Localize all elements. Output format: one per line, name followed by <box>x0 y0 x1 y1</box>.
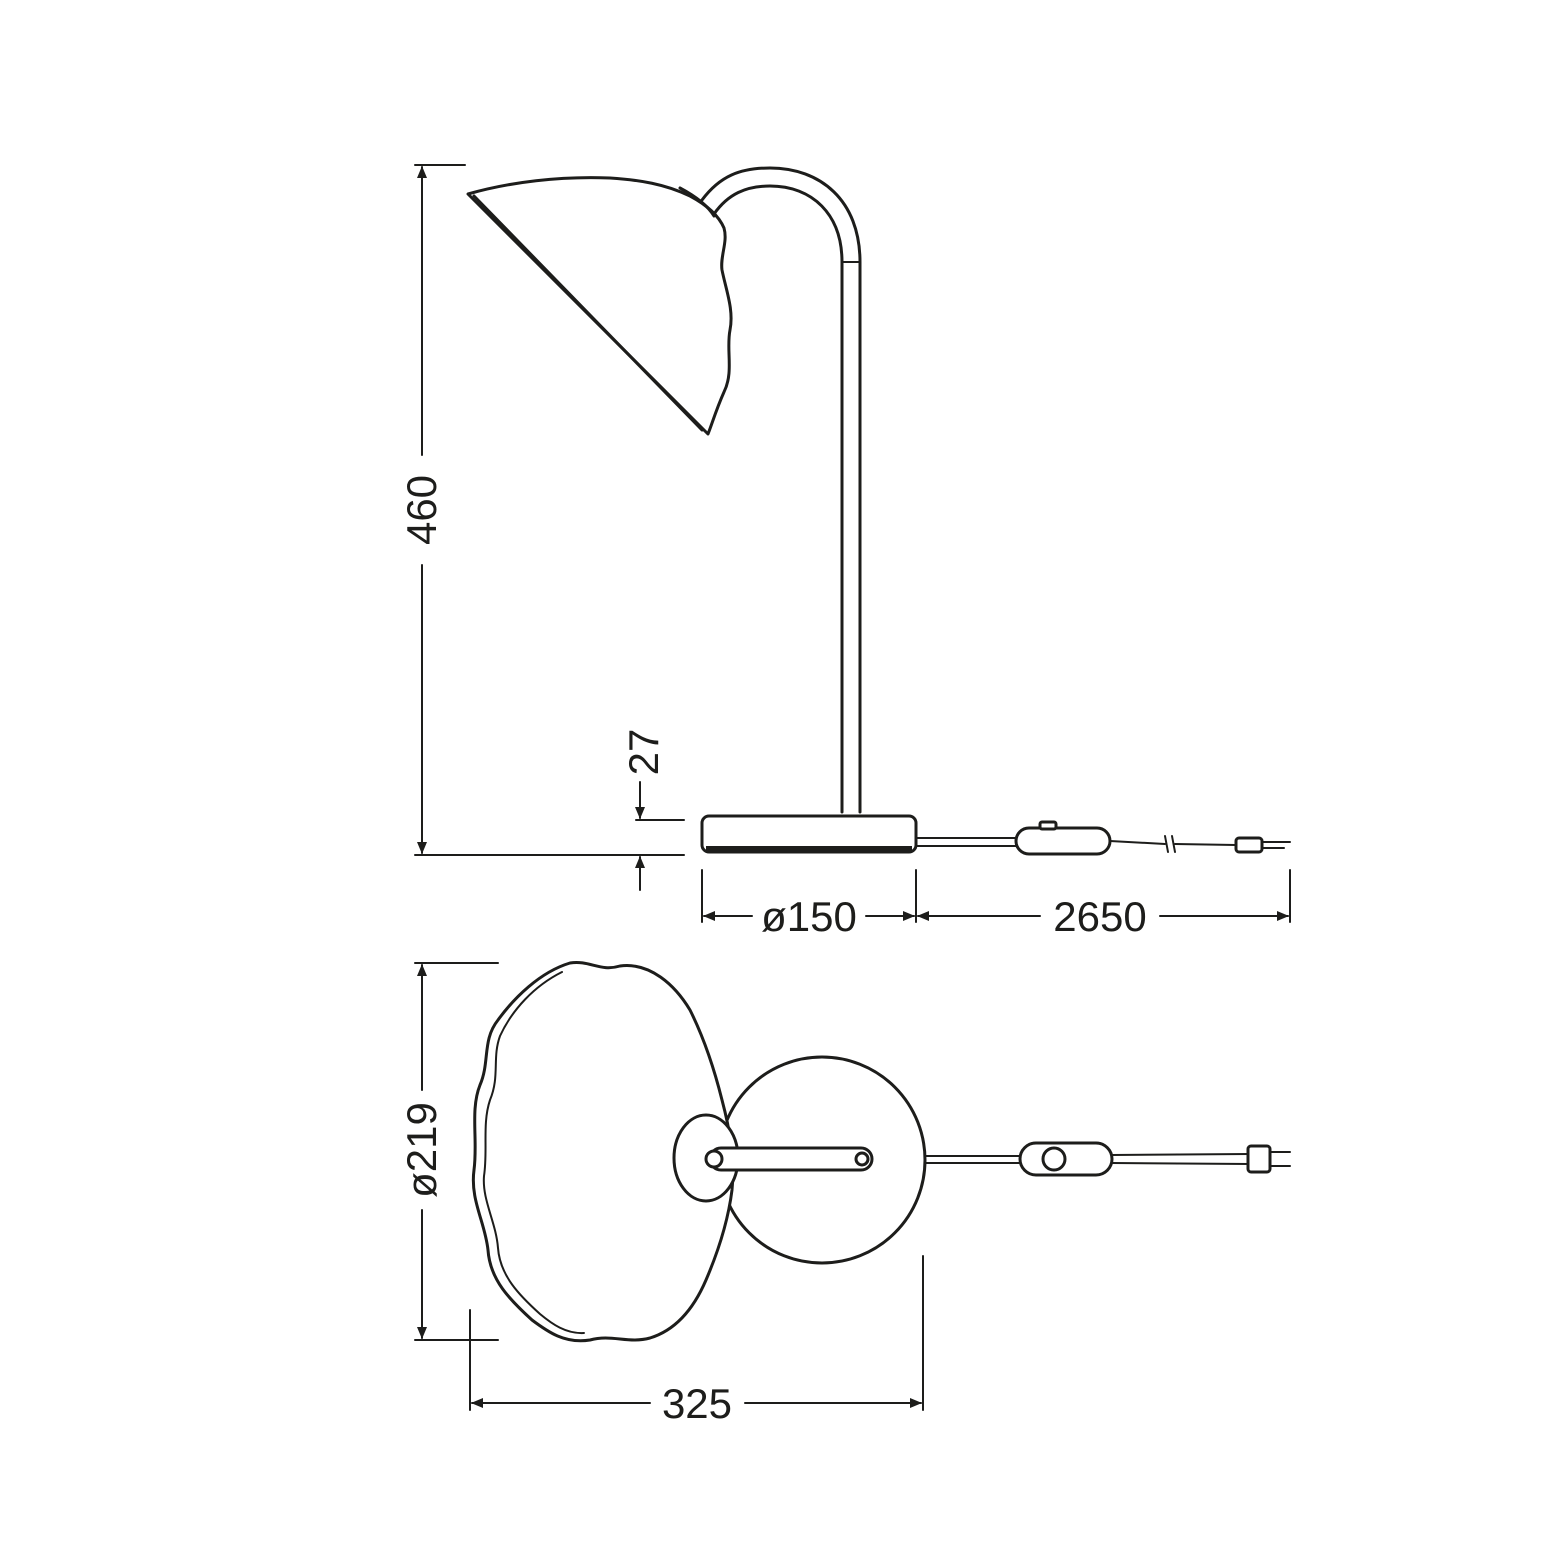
cable-top <box>924 1141 1291 1177</box>
dimension-base-height: 27 <box>620 729 685 891</box>
side-view: 460 27 ø150 2650 <box>398 164 1291 940</box>
base-height-label: 27 <box>620 729 667 776</box>
dimension-cable-length: 2650 <box>917 869 1291 940</box>
dimension-base-diameter: ø150 <box>701 869 917 940</box>
lamp-arm-top <box>672 1113 874 1203</box>
lamp-shade-top <box>471 961 735 1343</box>
top-view: ø219 325 <box>398 961 1291 1427</box>
dimension-overall-length: 325 <box>469 1255 924 1427</box>
height-label: 460 <box>398 475 445 545</box>
shade-diameter-label: ø219 <box>398 1102 445 1198</box>
lamp-arm-side <box>700 166 862 814</box>
lamp-shade-side <box>466 176 733 436</box>
dimension-height: 460 <box>398 164 685 856</box>
overall-length-label: 325 <box>662 1380 732 1427</box>
cable-length-label: 2650 <box>1053 893 1146 940</box>
dimension-shade-diameter: ø219 <box>398 962 499 1341</box>
cable-side <box>915 820 1291 856</box>
inline-switch-side <box>1014 826 1112 856</box>
plug-side <box>1234 836 1264 854</box>
base-diameter-label: ø150 <box>761 893 857 940</box>
lamp-base-side <box>700 814 918 854</box>
plug-top <box>1246 1144 1272 1174</box>
